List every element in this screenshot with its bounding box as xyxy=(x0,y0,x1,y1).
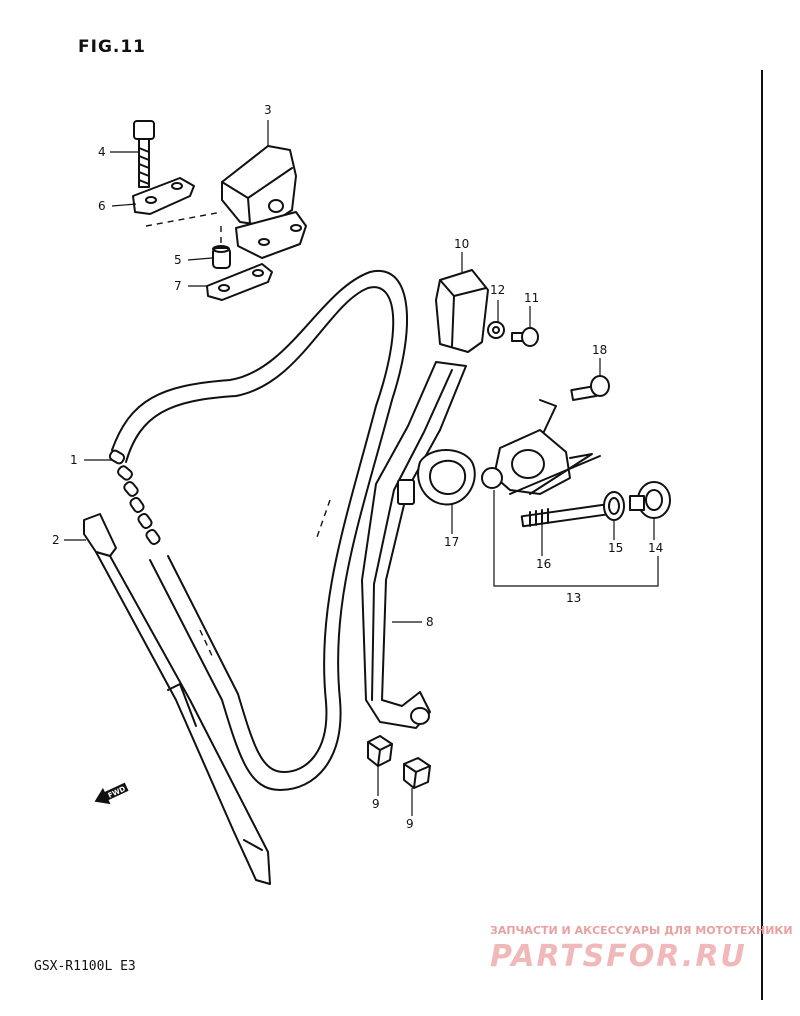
part-plate-6 xyxy=(132,177,195,215)
forward-arrow-icon: FWD xyxy=(94,782,129,805)
callout-11: 11 xyxy=(524,291,539,305)
part-pad-9b xyxy=(403,757,431,789)
callout-16: 16 xyxy=(536,557,551,571)
watermark-brand: PARTSFOR.RU xyxy=(490,939,747,974)
part-washer-12 xyxy=(487,321,505,339)
part-bolt-4 xyxy=(133,120,155,188)
part-cam-chain-1 xyxy=(108,269,408,791)
callout-9b: 9 xyxy=(406,817,414,831)
callout-3: 3 xyxy=(264,103,272,117)
callout-2: 2 xyxy=(52,533,60,547)
part-bolt-18 xyxy=(539,375,610,447)
callout-6: 6 xyxy=(98,199,106,213)
callout-15: 15 xyxy=(608,541,623,555)
watermark: ЗАПЧАСТИ И АКСЕССУАРЫ ДЛЯ МОТОТЕХНИКИ PA… xyxy=(490,924,793,974)
figure-title: FIG.11 xyxy=(78,37,146,57)
callout-5: 5 xyxy=(174,253,182,267)
part-tensioner-13 xyxy=(481,429,601,495)
callout-1: 1 xyxy=(70,453,78,467)
callout-13: 13 xyxy=(566,591,581,605)
callout-12: 12 xyxy=(490,283,505,297)
part-guide-holder-3 xyxy=(145,145,307,259)
fwd-label: FWD xyxy=(107,785,127,800)
part-pad-9a xyxy=(367,735,393,767)
callout-8: 8 xyxy=(426,615,434,629)
callout-10: 10 xyxy=(454,237,469,251)
callout-14: 14 xyxy=(648,541,663,555)
watermark-tagline: ЗАПЧАСТИ И АКСЕССУАРЫ ДЛЯ МОТОТЕХНИКИ xyxy=(490,924,793,937)
callout-7: 7 xyxy=(174,279,182,293)
model-label: GSX-R1100L E3 xyxy=(34,959,136,974)
part-front-guide-2 xyxy=(83,513,271,885)
callout-17: 17 xyxy=(444,535,459,549)
part-bolt-11 xyxy=(511,327,539,347)
part-tensioner-guide-8 xyxy=(361,361,467,729)
part-guide-block-10 xyxy=(435,269,489,353)
part-gasket-17 xyxy=(417,449,476,506)
part-plate-7 xyxy=(206,263,273,301)
leader-lines xyxy=(64,120,659,816)
part-spring-16 xyxy=(520,502,614,528)
part-oring-15 xyxy=(603,491,625,521)
part-dowel-5 xyxy=(212,226,231,269)
callout-18: 18 xyxy=(592,343,607,357)
callout-4: 4 xyxy=(98,145,106,159)
part-cap-14 xyxy=(629,481,671,519)
chain-links xyxy=(108,449,161,546)
callout-9a: 9 xyxy=(372,797,380,811)
callout-labels: 1 2 3 4 5 6 7 8 9 9 10 11 12 13 14 15 16… xyxy=(52,103,663,831)
